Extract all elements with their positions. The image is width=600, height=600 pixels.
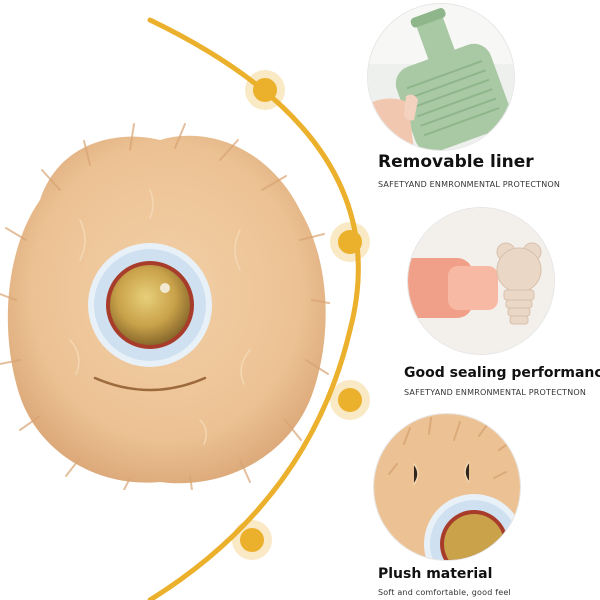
feature-title-removable-liner: Removable liner (378, 152, 534, 172)
plush-monster-image (0, 123, 330, 490)
hot-water-bottle-liner-photo (368, 4, 514, 150)
feature-subtitle-plush: Soft and comfortable, good feel (378, 588, 511, 597)
monster-eye (88, 243, 212, 367)
feature-title-sealing: Good sealing performance (404, 365, 600, 381)
timeline-node (330, 222, 370, 262)
plush-closeup-photo (374, 414, 520, 560)
feature-photo-plush (374, 414, 520, 560)
bear-stopper-photo (408, 208, 554, 354)
monster-mouth (93, 376, 207, 392)
feature-subtitle-sealing: SAFETYAND ENMRONMENTAL PROTECTNON (404, 388, 587, 397)
feature-title-plush: Plush material (378, 566, 493, 582)
timeline-node (232, 520, 272, 560)
feature-photo-removable-liner (368, 4, 514, 150)
feature-subtitle-removable-liner: SAFETYAND ENMRONMENTAL PROTECTNON (378, 180, 561, 189)
timeline-node (330, 380, 370, 420)
timeline-node (245, 70, 285, 110)
feature-photo-sealing (408, 208, 554, 354)
timeline-line (147, 17, 361, 600)
